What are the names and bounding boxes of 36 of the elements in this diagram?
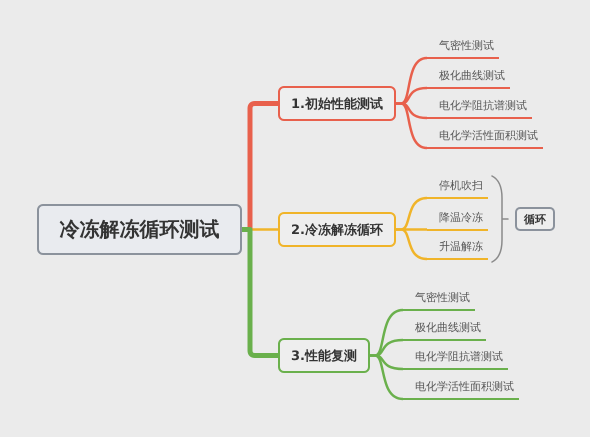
underlined-subtopic — [427, 98, 532, 119]
central-topic-box — [37, 204, 242, 255]
connector-line — [370, 354, 404, 400]
underlined-subtopic — [403, 290, 475, 311]
subtopic-label: 降温冷冻 — [439, 210, 483, 224]
topic-label: 1.初始性能测试 — [291, 96, 383, 112]
summary-label: 循环 — [524, 212, 546, 226]
summary-box — [515, 207, 555, 231]
subtopic-label: 升温解冻 — [439, 239, 483, 254]
subtopic-label: 极化曲线测试 — [439, 68, 505, 83]
subtopic-label: 电化学活性面积测试 — [439, 128, 538, 143]
subtopic-label: 电化学阻抗谱测试 — [415, 349, 503, 364]
underlined-subtopic — [427, 239, 488, 260]
topic-box — [278, 338, 370, 373]
underlined-subtopic — [403, 349, 508, 370]
underlined-subtopic — [427, 38, 499, 59]
underlined-subtopic — [403, 320, 486, 341]
central-topic-label: 冷冻解冻循环测试 — [60, 216, 220, 243]
subtopic-label: 电化学活性面积测试 — [415, 379, 514, 394]
subtopic-label: 电化学阻抗谱测试 — [439, 98, 527, 113]
underlined-subtopic — [427, 68, 510, 89]
underlined-subtopic — [403, 379, 519, 400]
topic-label: 2.冷冻解冻循环 — [291, 222, 383, 238]
topic-box — [278, 212, 396, 247]
connector-line — [396, 228, 428, 260]
connector-line — [396, 102, 428, 150]
underlined-subtopic — [427, 210, 488, 230]
connector-line — [242, 227, 278, 358]
subtopic-label: 气密性测试 — [439, 38, 494, 53]
topic-box — [278, 86, 396, 121]
subtopic-label: 气密性测试 — [415, 290, 470, 305]
topic-label: 3.性能复测 — [291, 348, 357, 364]
subtopic-label: 停机吹扫 — [439, 178, 483, 193]
subtopic-label: 极化曲线测试 — [415, 320, 481, 335]
underlined-subtopic — [427, 128, 543, 149]
underlined-subtopic — [427, 178, 488, 199]
